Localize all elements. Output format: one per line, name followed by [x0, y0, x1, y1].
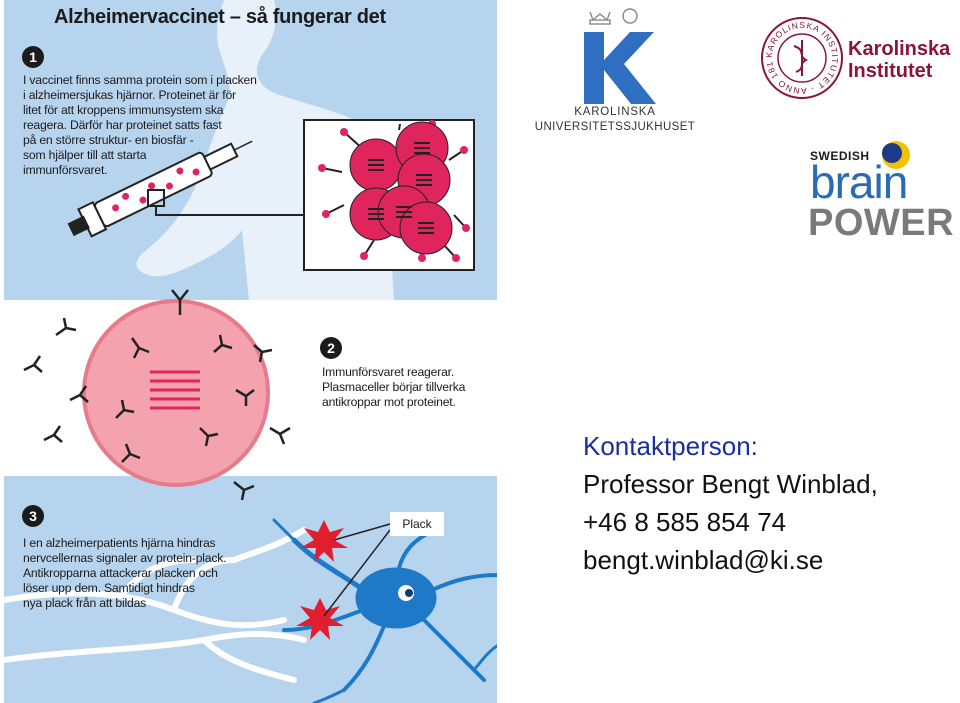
vaccine-infographic: Alzheimervaccinet – så fungerar det 1 I … — [4, 0, 497, 703]
contact-label: Kontaktperson: — [583, 431, 758, 461]
contact-block: Kontaktperson: Professor Bengt Winblad, … — [583, 427, 878, 579]
plack-label: Plack — [390, 512, 444, 536]
plack-burst-icons — [296, 520, 348, 640]
karolinska-institutet-logo: KAROLINSKA INSTITUTET · ANNO 1810 · Karo… — [758, 16, 958, 106]
neuron-white — [4, 527, 307, 683]
brain-power-dot-icon — [882, 141, 910, 169]
karolinska-universitetssjukhuset-logo: KAROLINSKA UNIVERSITETSSJUKHUSET — [530, 2, 700, 150]
biosphere-cluster — [318, 120, 470, 262]
ki-name: Karolinska Institutet — [848, 38, 951, 82]
step-3-number: 3 — [22, 505, 44, 527]
step-2-number: 2 — [320, 337, 342, 359]
antibody-icons — [23, 289, 291, 501]
syringe — [67, 140, 253, 238]
k-letter-icon — [584, 32, 656, 104]
ki-seal-icon: KAROLINSKA INSTITUTET · ANNO 1810 · — [760, 16, 843, 99]
contact-email[interactable]: bengt.winblad@ki.se — [583, 545, 824, 575]
plasma-cell — [82, 299, 270, 487]
infographic-illustration — [4, 0, 497, 703]
step-2-text: Immunförsvaret reagerar. Plasmaceller bö… — [322, 365, 466, 409]
crown-icon — [584, 8, 656, 104]
contact-phone: +46 8 585 854 74 — [583, 507, 787, 537]
swedish-brain-power-logo: SWEDISH brain POWER — [806, 135, 960, 243]
step-3-text: I en alzheimerpatients hjärna hindras ne… — [23, 536, 227, 610]
step-1-text: I vaccinet finns samma protein som i pla… — [23, 73, 257, 177]
step-1-number: 1 — [22, 46, 44, 68]
protein-lines-icon — [150, 370, 200, 410]
contact-name: Professor Bengt Winblad, — [583, 469, 878, 499]
infographic-title: Alzheimervaccinet – så fungerar det — [54, 6, 386, 28]
